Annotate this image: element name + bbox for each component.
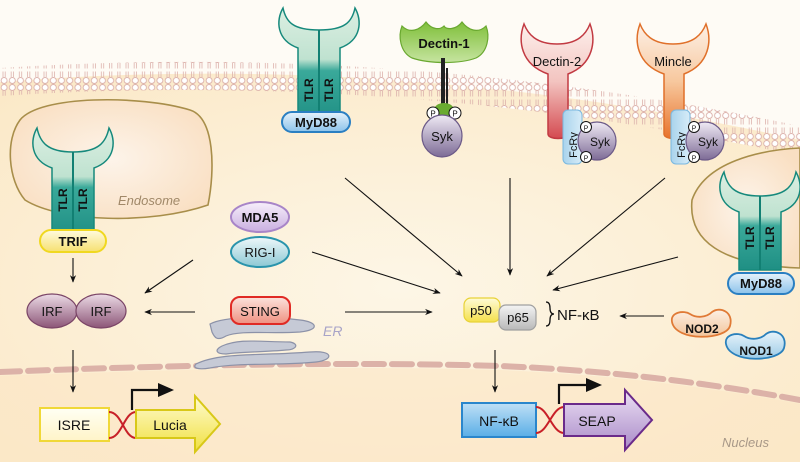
sting: STING bbox=[230, 296, 291, 325]
seap-label: SEAP bbox=[578, 413, 615, 429]
tlr-label: TLR bbox=[322, 78, 336, 102]
mincle-label: Mincle bbox=[654, 54, 692, 69]
myd88-label: MyD88 bbox=[295, 115, 337, 130]
tlr-label: TLR bbox=[302, 78, 316, 102]
nfkb-promoter-box bbox=[461, 402, 537, 438]
nod1-label: NOD1 bbox=[739, 344, 773, 358]
trif-label: TRIF bbox=[59, 234, 88, 249]
endosome-label: Endosome bbox=[118, 193, 180, 208]
irf-dimer: IRF IRF bbox=[26, 293, 127, 329]
svg-text:P: P bbox=[692, 126, 697, 133]
fcr-gamma-label: FcRγ bbox=[676, 132, 688, 158]
svg-text:P: P bbox=[430, 110, 435, 119]
myd88-adaptor bbox=[281, 111, 351, 133]
nod2-label: NOD2 bbox=[685, 322, 719, 336]
fcr-gamma-label: FcRγ bbox=[568, 132, 580, 158]
svg-text:P: P bbox=[584, 126, 589, 133]
nfkb-promoter-label: NF-κB bbox=[479, 413, 519, 429]
svg-text:P: P bbox=[452, 110, 457, 119]
irf-label: IRF bbox=[42, 304, 63, 319]
arrow-rlr-to-irf bbox=[144, 259, 194, 294]
signaling-arrows bbox=[69, 177, 679, 393]
trif-adaptor bbox=[39, 229, 107, 253]
er-label: ER bbox=[323, 323, 342, 339]
mincle-receptor: Mincle FcRγ Syk P P bbox=[636, 21, 725, 165]
lucia-gene-arrow bbox=[135, 393, 222, 455]
arrow-rigi-to-nfkb bbox=[311, 251, 441, 294]
p65-label: p65 bbox=[507, 310, 529, 325]
nucleus-label: Nucleus bbox=[722, 435, 769, 450]
tlr-label: TLR bbox=[743, 226, 757, 250]
tlr-label: TLR bbox=[76, 188, 90, 212]
nod1: NOD1 bbox=[725, 330, 786, 360]
myd88-adaptor bbox=[727, 272, 795, 295]
p50-label: p50 bbox=[470, 303, 492, 318]
dectin2-receptor: Dectin-2 FcRγ Syk P P bbox=[520, 21, 617, 165]
nod2: NOD2 bbox=[671, 308, 732, 338]
mda5-label: MDA5 bbox=[242, 210, 279, 225]
arrow-tlr-to-nfkb bbox=[344, 177, 463, 277]
transcription-start-arrow bbox=[130, 388, 160, 410]
mda5: MDA5 bbox=[230, 201, 290, 233]
isre-lucia-reporter: ISRE Lucia bbox=[39, 383, 222, 455]
dectin2-label: Dectin-2 bbox=[533, 54, 581, 69]
rig-i: RIG-I bbox=[230, 236, 290, 268]
rigi-label: RIG-I bbox=[244, 245, 275, 260]
nuclear-envelope bbox=[0, 361, 800, 403]
syk-label: Syk bbox=[431, 129, 453, 144]
nfkb-brace bbox=[545, 301, 555, 327]
isre-promoter-box bbox=[39, 407, 110, 442]
dna-loop bbox=[535, 406, 565, 434]
dna-loop bbox=[108, 411, 137, 439]
dectin1-label: Dectin-1 bbox=[418, 36, 469, 51]
tlr-label: TLR bbox=[763, 226, 777, 250]
nfkb-seap-reporter: NF-κB SEAP bbox=[461, 378, 654, 453]
svg-text:P: P bbox=[692, 156, 697, 163]
syk-label: Syk bbox=[698, 135, 719, 149]
arrow-mincle-to-nfkb bbox=[546, 177, 666, 277]
syk-kinase bbox=[421, 114, 463, 158]
sting-label: STING bbox=[240, 304, 280, 319]
seap-gene-arrow bbox=[563, 387, 654, 453]
tlr-endosome-left: TLR TLR TRIF bbox=[32, 125, 114, 253]
nfkb-label: NF-κB bbox=[557, 307, 600, 324]
tlr-surface: TLR TLR MyD88 bbox=[278, 5, 360, 133]
svg-text:P: P bbox=[584, 156, 589, 163]
isre-label: ISRE bbox=[58, 417, 91, 433]
tlr-endosome-right: TLR TLR MyD88 bbox=[719, 169, 800, 295]
tlr-label: TLR bbox=[56, 188, 70, 212]
transcription-start-arrow bbox=[557, 383, 588, 404]
myd88-label: MyD88 bbox=[740, 276, 782, 291]
dectin1-receptor: Dectin-1 P P Syk bbox=[399, 21, 489, 158]
syk-label: Syk bbox=[590, 135, 611, 149]
lucia-label: Lucia bbox=[153, 417, 187, 433]
plasma-membrane bbox=[0, 61, 800, 156]
nfkb-complex: p50 p65 NF-κB bbox=[463, 297, 600, 331]
arrow-endo-tlr-to-nfkb bbox=[552, 256, 679, 292]
irf-label: IRF bbox=[91, 304, 112, 319]
